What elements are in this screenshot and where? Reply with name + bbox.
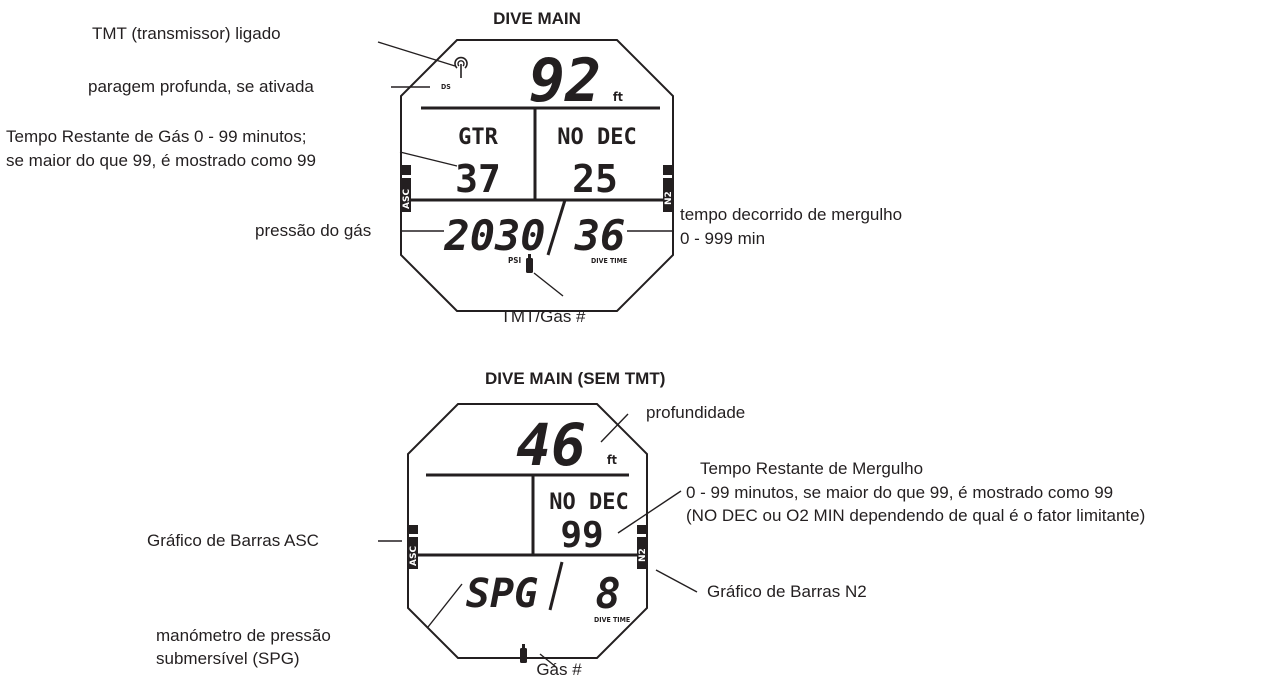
depth-unit-2: ft — [607, 453, 617, 467]
gas-cylinder-icon-2 — [520, 644, 527, 663]
gas-cylinder-icon — [526, 254, 533, 273]
psi-unit: PSI — [508, 256, 521, 265]
callout-gas-pressure: pressão do gás — [255, 221, 371, 240]
n2-bar-graph-2: N2 — [637, 525, 648, 569]
callout-gtr-line1: Tempo Restante de Gás 0 - 99 minutos; — [6, 127, 307, 146]
callout-deep-stop: paragem profunda, se ativada — [88, 77, 314, 96]
n2-tab-label-2: N2 — [638, 548, 648, 562]
gtr-label: GTR — [458, 125, 498, 150]
callout-dtr-line1: Tempo Restante de Mergulho — [700, 459, 923, 478]
asc-tab-label: ASC — [402, 189, 412, 209]
callout-dtr-line2: 0 - 99 minutos, se maior do que 99, é mo… — [686, 483, 1113, 502]
depth-readout: 92 — [529, 46, 601, 116]
ds-indicator: DS — [441, 83, 451, 91]
dive-main-no-tmt-title: DIVE MAIN (SEM TMT) — [485, 369, 665, 388]
n2-bar-graph: N2 — [663, 165, 674, 212]
spg-readout: SPG — [466, 571, 538, 617]
callout-gtr-line2: se maior do que 99, é mostrado como 99 — [6, 151, 316, 170]
callout-gas-no: Gás # — [536, 660, 582, 679]
nodec-value-2: 99 — [560, 515, 603, 556]
callout-spg-line1: manómetro de pressão — [156, 626, 331, 645]
transmitter-signal-icon — [454, 56, 468, 78]
depth-readout-2: 46 — [516, 411, 586, 479]
dive-main-display: ASC N2 DS 92 ft GTR 37 NO DEC 25 2030 PS… — [400, 39, 674, 312]
callout-depth: profundidade — [646, 403, 745, 422]
dive-time-readout: 36 — [574, 211, 626, 260]
depth-unit: ft — [613, 90, 623, 104]
asc-tab-label-2: ASC — [409, 546, 419, 566]
dive-main-title: DIVE MAIN — [493, 9, 581, 28]
nodec-label: NO DEC — [557, 125, 636, 150]
callout-elapsed-line1: tempo decorrido de mergulho — [680, 205, 902, 224]
gtr-value: 37 — [455, 157, 501, 201]
dive-time-readout-2: 8 — [595, 569, 620, 618]
dive-time-label: DIVE TIME — [591, 257, 627, 265]
n2-tab-label: N2 — [664, 191, 674, 205]
nodec-label-2: NO DEC — [549, 490, 628, 515]
asc-bar-graph-2: ASC — [408, 525, 419, 569]
callout-spg-line2: submersível (SPG) — [156, 649, 300, 668]
callout-tmt-on: TMT (transmissor) ligado — [92, 24, 281, 43]
nodec-value: 25 — [572, 157, 618, 201]
callout-dtr-line3: (NO DEC ou O2 MIN dependendo de qual é o… — [686, 506, 1145, 525]
callout-asc-bar: Gráfico de Barras ASC — [147, 531, 319, 550]
callout-n2-bar: Gráfico de Barras N2 — [707, 582, 867, 601]
callout-elapsed-line2: 0 - 999 min — [680, 229, 765, 248]
callout-tmt-gas: TMT/Gás # — [500, 307, 586, 326]
dive-main-no-tmt-display: ASC N2 46 ft NO DEC 99 SPG 8 DIVE TIME — [407, 403, 648, 663]
dive-time-label-2: DIVE TIME — [594, 616, 630, 624]
asc-bar-graph: ASC — [401, 165, 412, 212]
gas-pressure-readout: 2030 — [443, 211, 545, 260]
